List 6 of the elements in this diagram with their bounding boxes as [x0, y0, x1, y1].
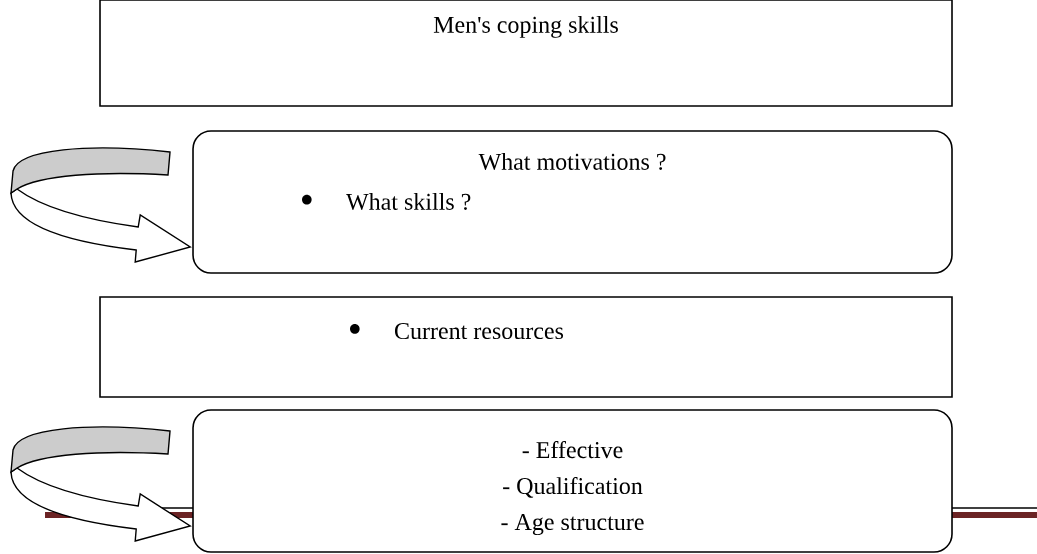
curved-arrow [10, 147, 191, 263]
text-box: Current resources [99, 296, 953, 398]
text-box: Men's coping skills [99, 0, 953, 107]
curved-arrow [10, 426, 191, 542]
rounded-box: - Effective - Qualification - Age structure [192, 409, 953, 553]
rounded-box: What motivations ? What skills ? [192, 130, 953, 274]
